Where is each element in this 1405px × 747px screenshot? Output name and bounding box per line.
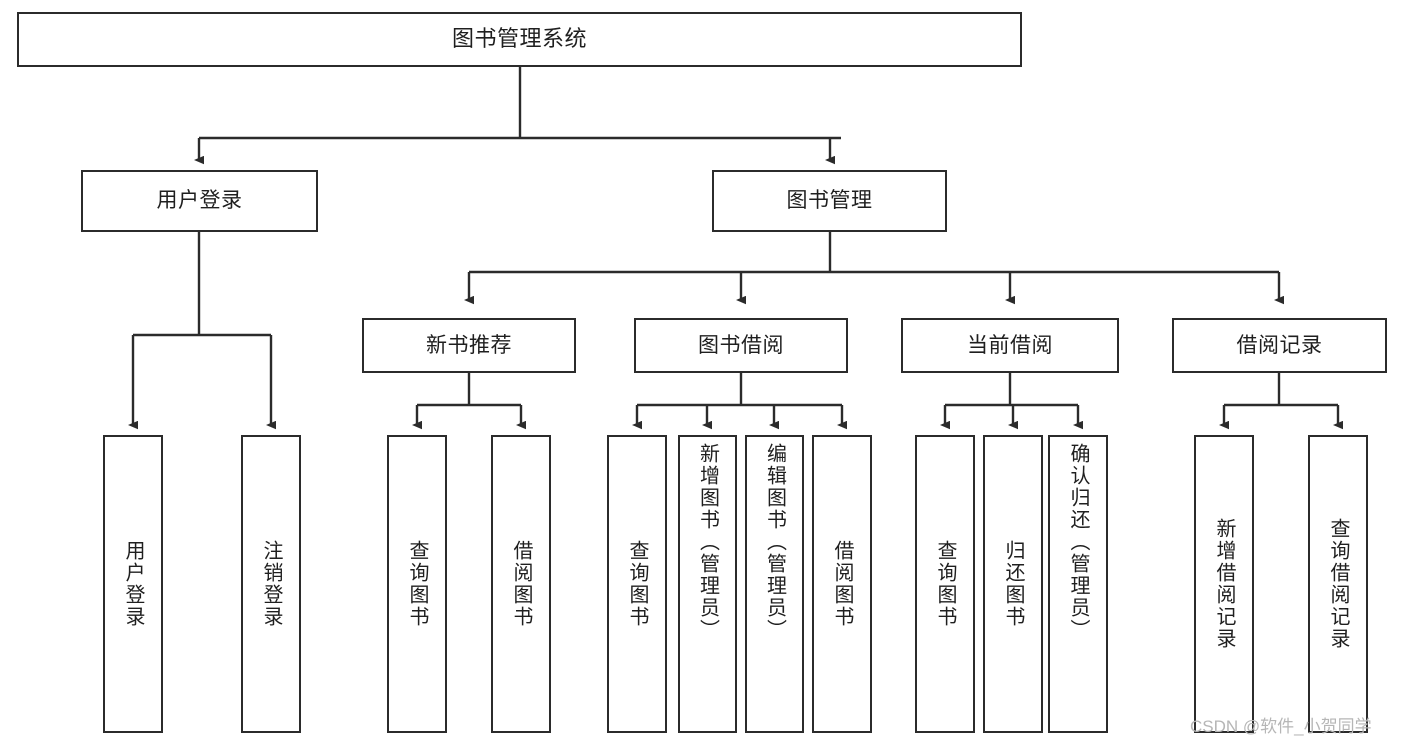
node-borrow-record[interactable]: 借阅记录	[1172, 318, 1387, 373]
leaf-recommend-query-book[interactable]: 查询图书	[387, 435, 447, 733]
leaf-label: 查询图书	[934, 540, 956, 628]
leaf-label: 新增图书（管理员）	[696, 443, 719, 641]
leaf-borrow-edit-book-admin[interactable]: 编辑图书（管理员）	[745, 435, 804, 733]
leaf-label: 用户登录	[122, 540, 144, 628]
node-user-login[interactable]: 用户登录	[81, 170, 318, 232]
leaf-label: 借阅图书	[831, 540, 853, 628]
leaf-user-login-login[interactable]: 用户登录	[103, 435, 163, 733]
node-book-borrow[interactable]: 图书借阅	[634, 318, 848, 373]
node-new-book-recommend[interactable]: 新书推荐	[362, 318, 576, 373]
leaf-label: 新增借阅记录	[1213, 518, 1235, 650]
leaf-label: 查询图书	[406, 540, 428, 628]
leaf-borrow-borrow-book[interactable]: 借阅图书	[812, 435, 872, 733]
leaf-label: 编辑图书（管理员）	[763, 443, 786, 641]
watermark: CSDN @软件_小贺同学	[1190, 717, 1372, 736]
node-current-borrow-label: 当前借阅	[967, 333, 1053, 357]
leaf-label: 注销登录	[260, 540, 282, 628]
leaf-record-add-record[interactable]: 新增借阅记录	[1194, 435, 1254, 733]
node-book-management[interactable]: 图书管理	[712, 170, 947, 232]
node-borrow-record-label: 借阅记录	[1236, 333, 1323, 357]
node-current-borrow[interactable]: 当前借阅	[901, 318, 1119, 373]
leaf-current-return-book[interactable]: 归还图书	[983, 435, 1043, 733]
leaf-current-confirm-return-admin[interactable]: 确认归还（管理员）	[1048, 435, 1108, 733]
node-root[interactable]: 图书管理系统	[17, 12, 1022, 67]
leaf-recommend-borrow-book[interactable]: 借阅图书	[491, 435, 551, 733]
leaf-label: 查询图书	[626, 540, 648, 628]
node-root-label: 图书管理系统	[451, 26, 587, 52]
leaf-label: 借阅图书	[510, 540, 532, 628]
leaf-label: 确认归还（管理员）	[1067, 443, 1089, 641]
node-user-login-label: 用户登录	[156, 189, 243, 213]
leaf-label: 归还图书	[1002, 540, 1024, 628]
node-book-borrow-label: 图书借阅	[698, 333, 784, 357]
leaf-record-query-record[interactable]: 查询借阅记录	[1308, 435, 1368, 733]
leaf-borrow-query-book[interactable]: 查询图书	[607, 435, 667, 733]
leaf-current-query-book[interactable]: 查询图书	[915, 435, 975, 733]
node-new-book-recommend-label: 新书推荐	[426, 333, 512, 357]
leaf-borrow-add-book-admin[interactable]: 新增图书（管理员）	[678, 435, 737, 733]
leaf-label: 查询借阅记录	[1327, 518, 1349, 650]
leaf-user-login-logout[interactable]: 注销登录	[241, 435, 301, 733]
node-book-management-label: 图书管理	[786, 189, 873, 213]
